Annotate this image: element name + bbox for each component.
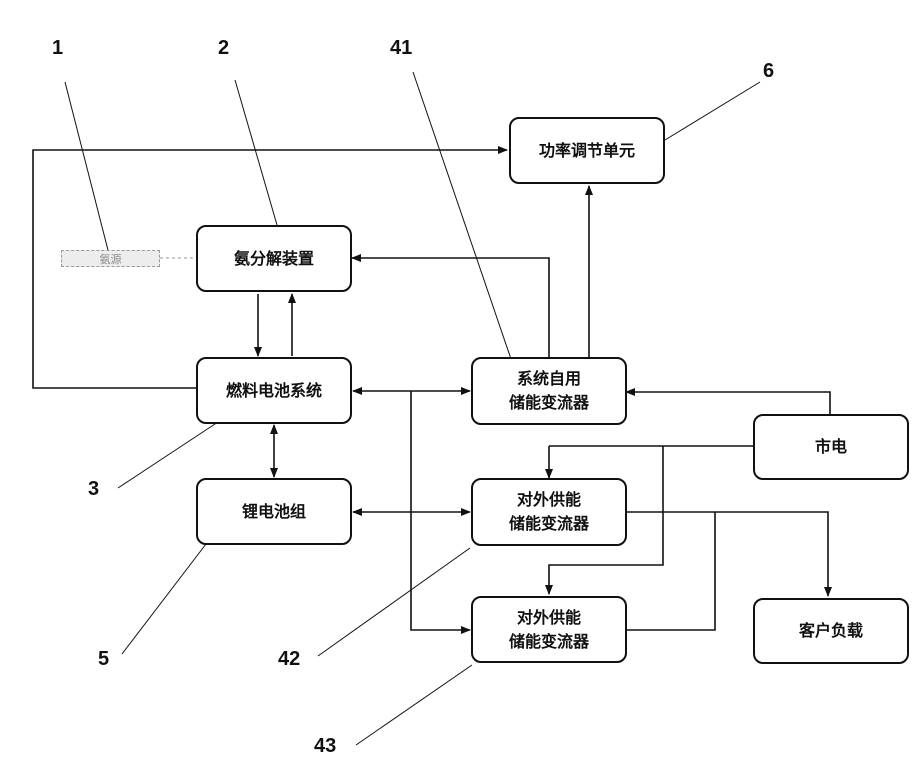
label-3: 3 <box>88 478 99 501</box>
label-2: 2 <box>218 37 229 60</box>
label-1: 1 <box>52 37 63 60</box>
label-43: 43 <box>314 735 336 758</box>
bus-to-converter-43-arrow <box>411 391 470 630</box>
fuel-cell-system: 燃料电池系统 <box>196 357 352 424</box>
ammonia-source: 氨源 <box>61 250 160 267</box>
external-supply-converter-43: 对外供能 储能变流器 <box>471 596 627 663</box>
leader-line-43 <box>356 665 472 745</box>
leader-line-6 <box>665 82 760 140</box>
leader-line-1 <box>65 82 110 258</box>
leader-line-41 <box>413 72 511 359</box>
power-regulation-unit: 功率调节单元 <box>509 117 665 184</box>
leader-line-42 <box>318 548 470 656</box>
ammonia-decomposition-device: 氨分解装置 <box>196 225 352 292</box>
converter-43-to-load-line <box>626 512 715 630</box>
customer-load: 客户负载 <box>753 598 909 664</box>
label-42: 42 <box>278 648 300 671</box>
label-41: 41 <box>390 37 412 60</box>
leader-line-5 <box>122 544 206 654</box>
grid-power: 市电 <box>753 414 909 480</box>
lithium-battery-pack: 锂电池组 <box>196 478 352 545</box>
leader-line-2 <box>235 80 277 225</box>
label-6: 6 <box>763 60 774 83</box>
self-converter-to-decomposer-arrow <box>352 258 549 358</box>
grid-to-self-converter-arrow <box>626 392 830 415</box>
external-supply-converter-42: 对外供能 储能变流器 <box>471 478 627 546</box>
self-use-energy-storage-converter: 系统自用 储能变流器 <box>471 357 627 425</box>
converter-42-to-load-arrow <box>626 512 828 596</box>
label-5: 5 <box>98 648 109 671</box>
